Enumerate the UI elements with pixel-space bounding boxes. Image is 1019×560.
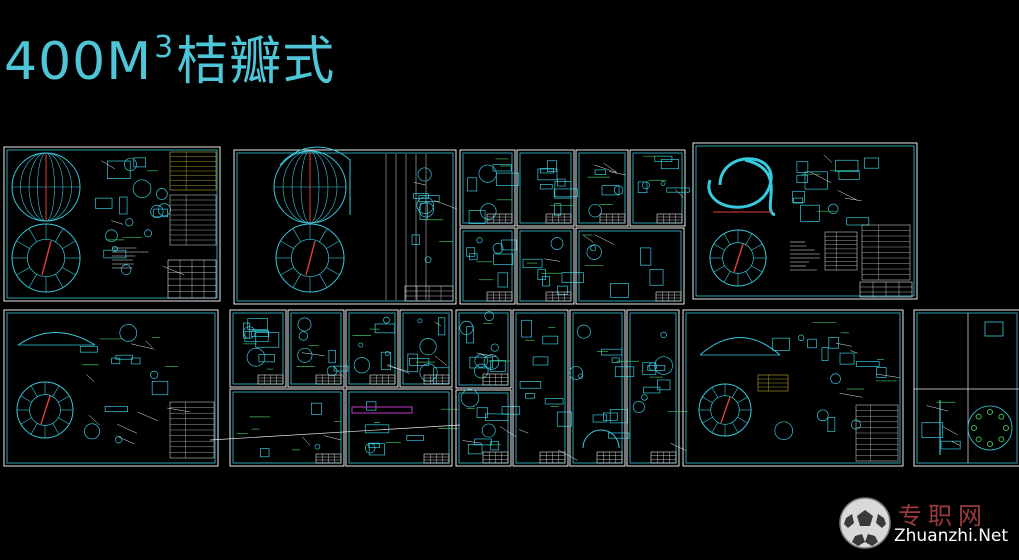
- sheet-6-5[interactable]: [229, 388, 345, 467]
- sheet-3-4[interactable]: [629, 149, 690, 227]
- sheet-6-6[interactable]: [345, 388, 459, 467]
- watermark: 专职网 Zhuanzhi.Net: [838, 494, 1013, 552]
- sheet-7-2[interactable]: [455, 388, 521, 467]
- sheet-3-3[interactable]: [575, 149, 629, 227]
- sheet-7-5[interactable]: [626, 309, 688, 467]
- title-superscript: 3: [154, 30, 175, 65]
- football-logo-icon: [839, 497, 891, 549]
- sheet-4[interactable]: [692, 142, 918, 300]
- watermark-cn-text: 专职网: [898, 502, 988, 530]
- sheet-7-1[interactable]: [455, 309, 512, 389]
- sheet-2[interactable]: [233, 146, 457, 305]
- watermark-en-text: Zhuanzhi.Net: [894, 526, 1009, 546]
- sheet-3-2[interactable]: [516, 149, 578, 227]
- drawing-sheets: [3, 142, 1019, 467]
- drawing-title: 400M3桔瓣式: [4, 30, 336, 100]
- sheet-3-6[interactable]: [516, 227, 584, 305]
- sheet-3-1[interactable]: [459, 149, 520, 227]
- title-prefix: 400M: [4, 32, 153, 92]
- sheet-6-3[interactable]: [345, 309, 410, 388]
- sheet-7-4[interactable]: [569, 309, 640, 467]
- title-suffix: 桔瓣式: [176, 32, 336, 92]
- sheet-6-4[interactable]: [399, 309, 453, 388]
- sheet-6-2[interactable]: [287, 309, 349, 388]
- sheet-1[interactable]: [3, 146, 221, 302]
- sheet-6-1[interactable]: [229, 309, 287, 388]
- sheet-7-3[interactable]: [512, 309, 578, 467]
- sheet-5[interactable]: [3, 309, 219, 467]
- sheet-3-7[interactable]: [575, 227, 685, 305]
- sheet-9[interactable]: [913, 309, 1019, 467]
- sheet-8[interactable]: [682, 309, 904, 467]
- sheet-3-5[interactable]: [459, 227, 517, 305]
